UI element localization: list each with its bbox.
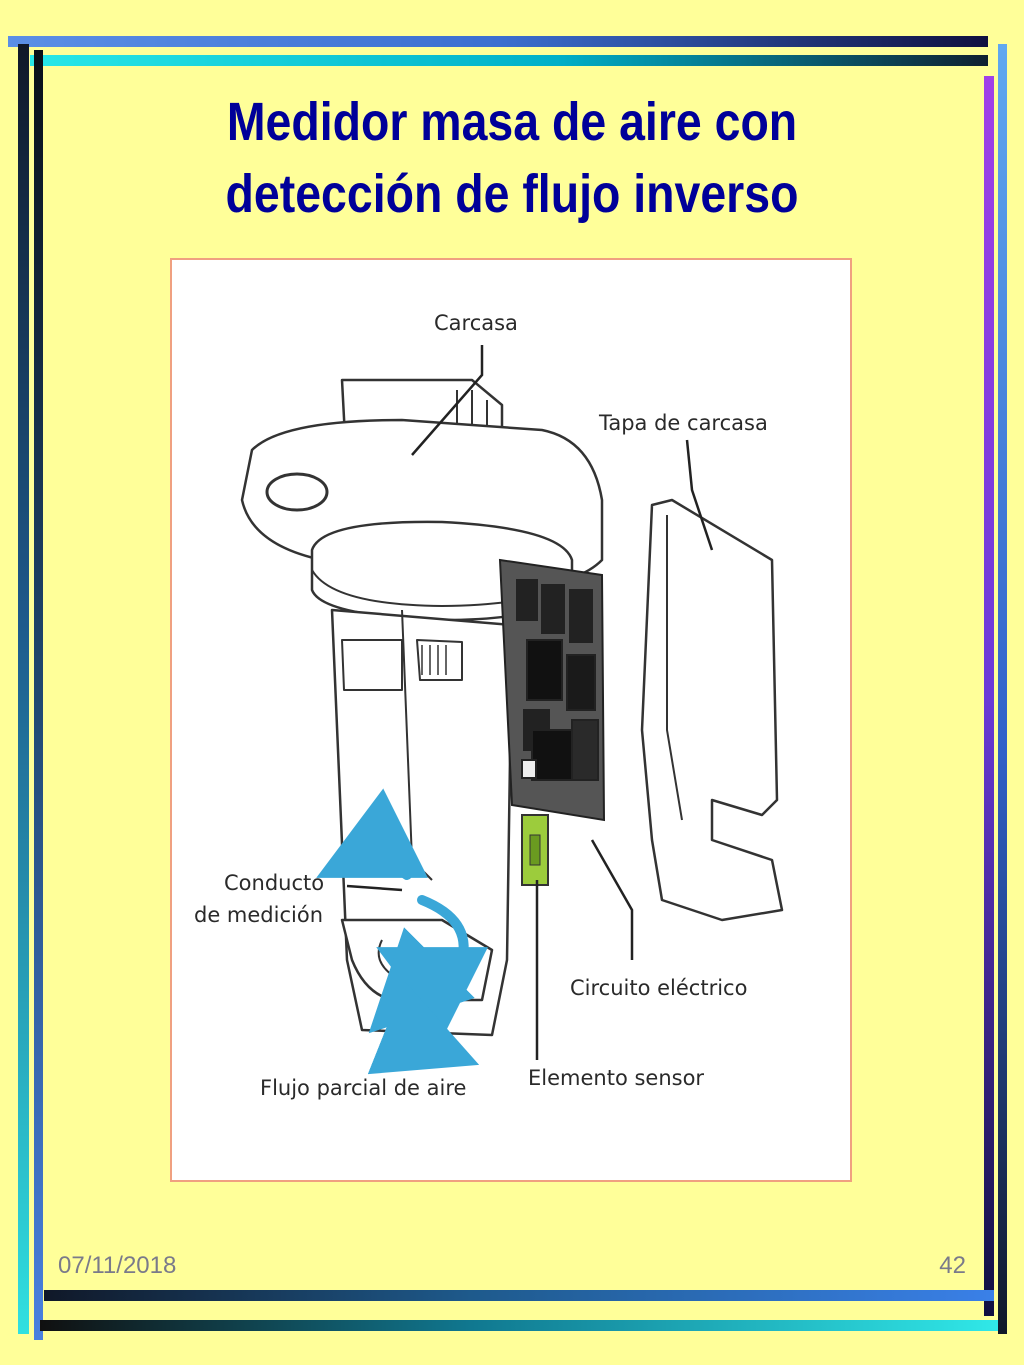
label-measuring-duct-line-1: Conducto [224, 871, 324, 895]
frame-bar-right-inner [998, 44, 1007, 1334]
label-partial-air-flow: Flujo parcial de aire [260, 1076, 466, 1100]
mounting-hole-icon [265, 472, 329, 512]
slide-title: Medidor masa de aire con detección de fl… [158, 86, 867, 230]
diagram-frame: Carcasa Tapa de carcasa Conducto de medi… [170, 258, 852, 1182]
label-measuring-duct-line-2: de medición [194, 903, 323, 927]
label-electric-circuit: Circuito eléctrico [570, 976, 747, 1000]
circuit-board [498, 558, 606, 822]
frame-bar-left-inner [34, 50, 43, 1340]
housing-cover [640, 498, 784, 922]
airflow-arrows [316, 788, 489, 1075]
frame-bar-bottom [44, 1290, 994, 1301]
air-mass-meter-diagram: Carcasa Tapa de carcasa Conducto de medi… [194, 311, 784, 1100]
slide-date: 07/11/2018 [58, 1252, 177, 1279]
slide-title-line-1: Medidor masa de aire con [226, 92, 798, 152]
frame-bar-right [984, 76, 994, 1316]
slide-page-number: 42 [939, 1252, 966, 1279]
frame-bar-top [8, 36, 988, 47]
frame-bar-bottom-inner [40, 1320, 998, 1331]
label-housing-cover: Tapa de carcasa [598, 411, 768, 435]
slide-title-line-2: detección de flujo inverso [225, 164, 799, 224]
label-housing: Carcasa [434, 311, 518, 335]
frame-bar-left [18, 44, 29, 1334]
frame-bar-top-inner [30, 55, 988, 66]
label-sensor-element: Elemento sensor [528, 1066, 704, 1090]
